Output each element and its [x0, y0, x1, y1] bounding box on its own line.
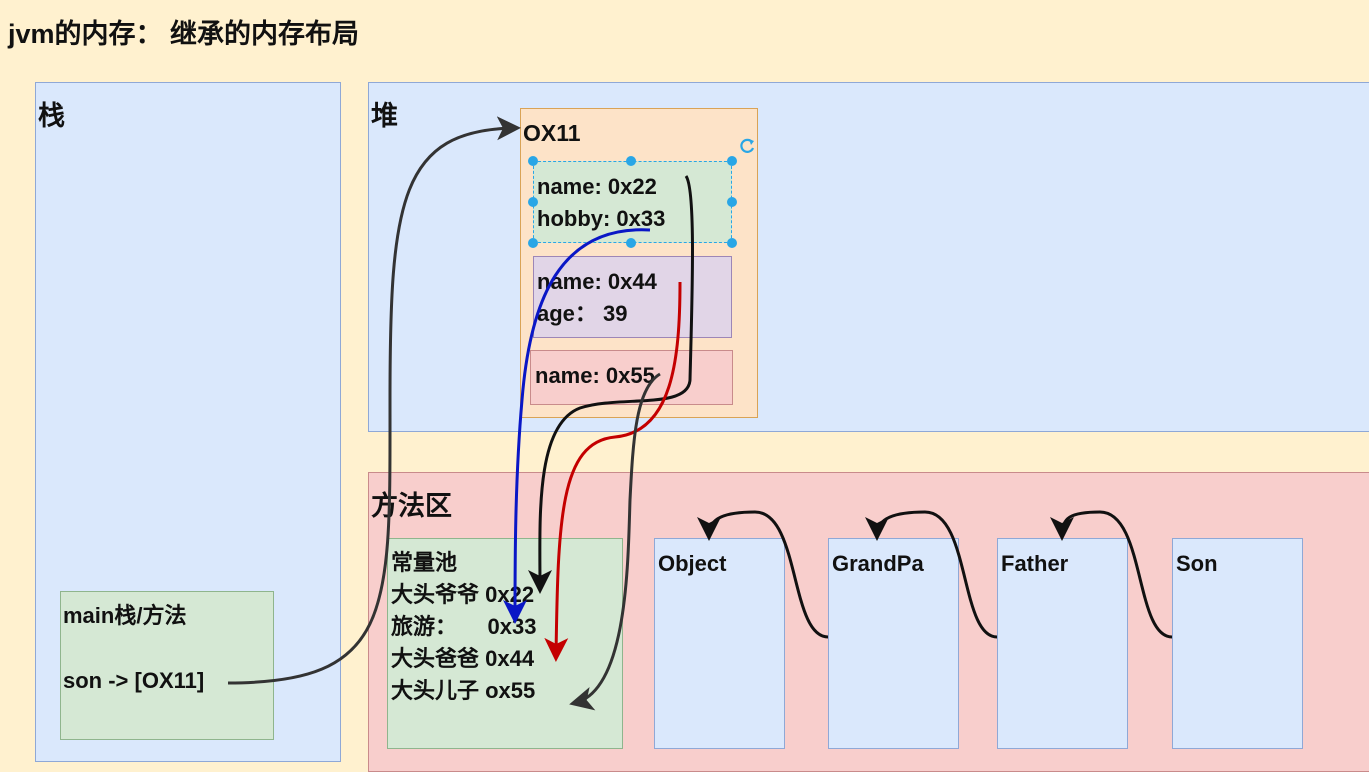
class-son-box[interactable]: Son	[1172, 538, 1303, 749]
son-hobby-field: hobby: 0x33	[537, 206, 666, 231]
constant-pool-title: 常量池	[391, 550, 458, 575]
arrow-stack-to-heap	[227, 116, 521, 685]
class-grandpa-box[interactable]: GrandPa	[828, 538, 959, 749]
class-father-box[interactable]: Father	[997, 538, 1128, 749]
stack-label: 栈	[38, 101, 65, 131]
heap-label: 堆	[371, 101, 398, 131]
arrow-son-to-father	[1050, 510, 1173, 639]
resize-handle[interactable]	[626, 156, 636, 166]
arrow-father-to-grandpa	[865, 510, 998, 639]
arrow-son-name	[527, 175, 694, 594]
father-age-field: age： 39	[537, 301, 628, 326]
constant-pool-box[interactable]: 常量池 大头爷爷 0x22 旅游： 0x33 大头爸爸 0x44 大头儿子 ox…	[387, 538, 623, 749]
object-address: OX11	[523, 120, 581, 146]
method-area-label: 方法区	[371, 491, 452, 521]
arrow-father-name	[544, 281, 682, 662]
resize-handle[interactable]	[727, 238, 737, 248]
father-fields-box[interactable]: name: 0x44 age： 39	[533, 256, 732, 338]
son-name-field: name: 0x22	[537, 174, 657, 199]
main-stack-frame[interactable]: main栈/方法 son -> [OX11]	[60, 591, 274, 740]
resize-handle[interactable]	[626, 238, 636, 248]
constant-entry: 大头爷爷 0x22	[391, 582, 535, 607]
diagram-title: jvm的内存： 继承的内存布局	[8, 19, 360, 49]
connector-layer	[227, 116, 1173, 711]
resize-handle[interactable]	[528, 197, 538, 207]
resize-handle[interactable]	[528, 156, 538, 166]
arrow-grandpa-to-object	[697, 510, 829, 639]
constant-entry: 大头爸爸 0x44	[391, 646, 535, 671]
main-frame-ref: son -> [OX11]	[63, 668, 205, 693]
class-name: GrandPa	[832, 551, 924, 576]
class-name: Father	[1001, 551, 1069, 576]
class-name: Son	[1176, 551, 1218, 576]
grandpa-fields-box[interactable]: name: 0x55	[530, 350, 733, 405]
main-frame-title: main栈/方法	[63, 603, 187, 628]
class-object-box[interactable]: Object	[654, 538, 785, 749]
resize-handle[interactable]	[528, 238, 538, 248]
class-name: Object	[658, 551, 727, 576]
rotate-handle-icon[interactable]	[738, 136, 758, 156]
grandpa-name-field: name: 0x55	[535, 363, 655, 388]
resize-handle[interactable]	[727, 197, 737, 207]
constant-entry: 大头儿子 ox55	[391, 678, 536, 703]
resize-handle[interactable]	[727, 156, 737, 166]
arrow-son-hobby	[503, 228, 651, 624]
arrow-grandpa-name	[569, 372, 661, 711]
